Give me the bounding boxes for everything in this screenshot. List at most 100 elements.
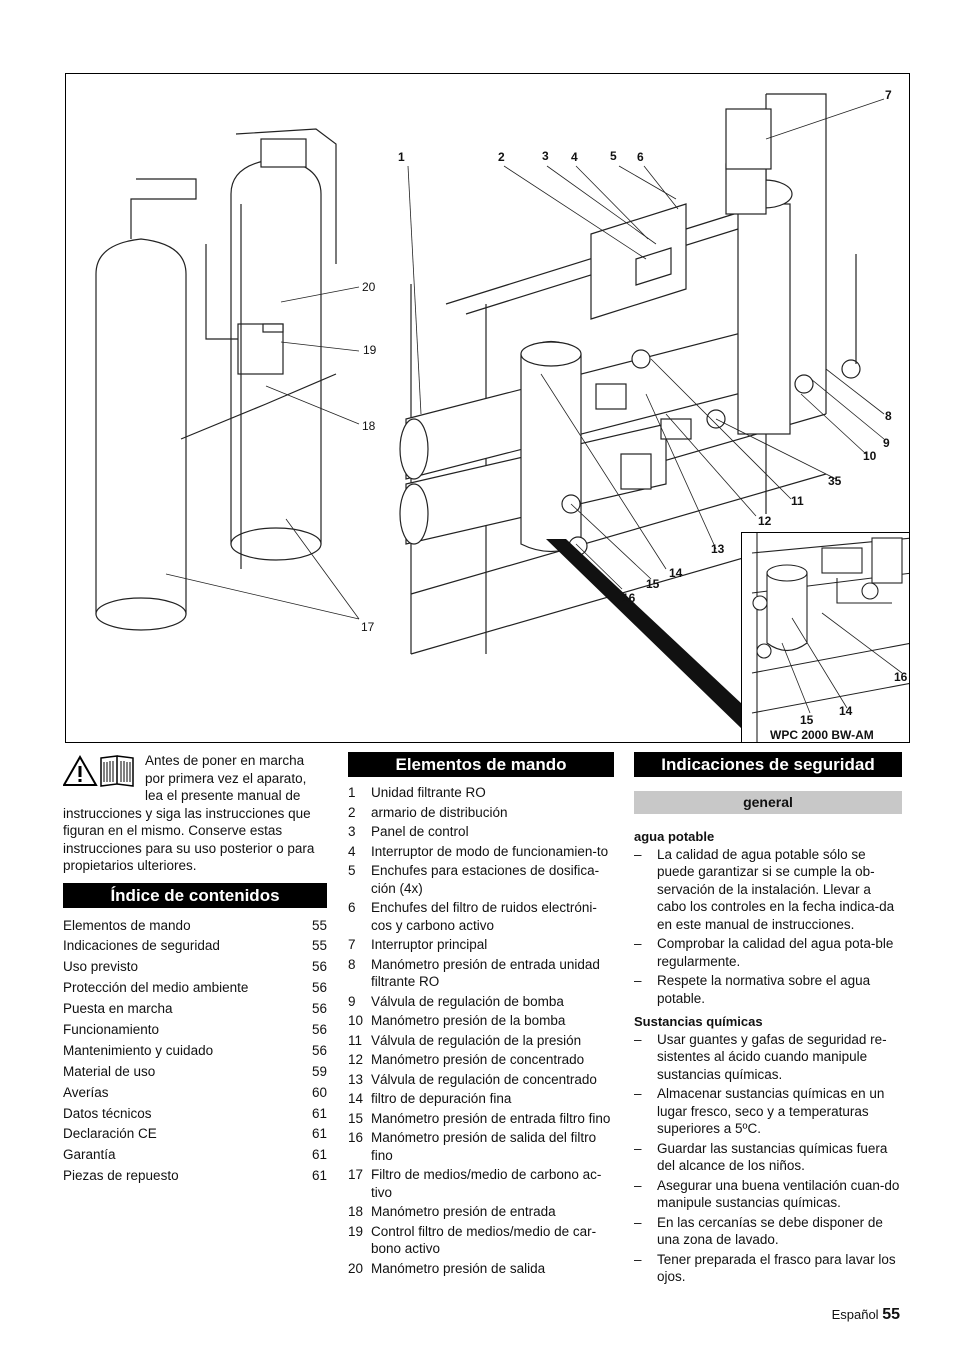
toc-entry-label: Funcionamiento [63, 1021, 160, 1037]
item-number: 15 [348, 1110, 364, 1126]
inset-callout-16: 16 [894, 670, 908, 684]
item-text: Enchufes para estaciones de dosifica-ció… [371, 863, 600, 896]
toc-entry-page: 60 [311, 1084, 327, 1100]
list-item: –Asegurar una buena ventilación cuan-do … [634, 1177, 902, 1212]
list-item: –En las cercanías se debe disponer de un… [634, 1214, 902, 1249]
list-item: –Respete la normativa sobre el agua pota… [634, 972, 902, 1007]
item-text: Usar guantes y gafas de seguridad re-sis… [657, 1031, 887, 1082]
item-text: Manómetro presión de entrada unidad filt… [371, 956, 600, 990]
chem-list: –Usar guantes y gafas de seguridad re-si… [634, 1031, 902, 1286]
toc-entry-page: 59 [311, 1063, 327, 1079]
toc-entry-page: 61 [311, 1126, 327, 1142]
toc-entry-page: 56 [311, 959, 327, 975]
machine-illustration [95, 93, 885, 729]
item-text: Interruptor de modo de funcionamien-to [371, 843, 609, 859]
item-text: Asegurar una buena ventilación cuan-do m… [657, 1177, 900, 1211]
toc-entry-page: 56 [311, 1021, 327, 1037]
item-text: La calidad de agua potable sólo se puede… [657, 846, 895, 932]
list-item: –Almacenar sustancias químicas en un lug… [634, 1085, 902, 1138]
item-number: 20 [348, 1260, 364, 1276]
callout-7: 7 [885, 88, 892, 102]
item-number: 5 [348, 863, 356, 878]
callout-15: 15 [646, 577, 660, 591]
item-text: Unidad filtrante RO [371, 785, 486, 800]
dash-bullet: – [634, 846, 642, 862]
toc-entry-label: Puesta en marcha [63, 1001, 173, 1017]
middle-column: Elementos de mando 1 Unidad filtrante RO 2… [348, 752, 614, 1279]
list-item: 7 Interruptor principal [348, 936, 614, 954]
callout-6: 6 [637, 150, 644, 164]
item-text: armario de distribución [371, 804, 508, 820]
toc-entry-label: Uso previsto [63, 959, 139, 975]
toc-entry[interactable]: Averías 60 [63, 1083, 327, 1104]
callout-11: 11 [791, 494, 804, 508]
item-number: 7 [348, 937, 356, 952]
callout-16: 16 [622, 591, 636, 605]
item-text: Filtro de medios/medio de carbono ac-tiv… [371, 1167, 602, 1200]
item-text: Manómetro presión de entrada [371, 1204, 556, 1219]
item-number: 2 [348, 804, 356, 820]
toc-entry-label: Indicaciones de seguridad [63, 938, 220, 954]
toc-entry-label: Material de uso [63, 1063, 156, 1079]
callout-4: 4 [571, 150, 578, 164]
toc-entry[interactable]: Material de uso 59 [63, 1062, 327, 1083]
toc-entry-page: 55 [311, 938, 327, 954]
callout-12: 12 [758, 514, 772, 528]
callout-19: 19 [363, 343, 377, 357]
item-text: Manómetro presión de salida del filtro f… [371, 1130, 597, 1163]
technical-drawing: 1 2 3 4 5 6 7 8 9 10 11 12 13 14 15 16 1… [65, 73, 910, 743]
item-text: Manómetro presión de salida [371, 1260, 546, 1276]
callout-3: 3 [542, 149, 549, 163]
item-text: Panel de control [371, 824, 469, 839]
item-number: 9 [348, 993, 356, 1009]
item-number: 1 [348, 785, 356, 800]
callout-9: 9 [883, 436, 890, 450]
callout-2: 2 [498, 150, 505, 164]
dash-bullet: – [634, 973, 642, 988]
model-label: WPC 2000 BW-AM [770, 728, 874, 742]
list-item: 1 Unidad filtrante RO [348, 784, 614, 802]
item-number: 6 [348, 900, 356, 915]
water-title: agua potable [634, 829, 715, 844]
toc-entry[interactable]: Uso previsto 56 [63, 957, 327, 978]
item-text: En las cercanías se debe disponer de una… [657, 1214, 883, 1248]
item-text: Válvula de regulación de concentrado [371, 1071, 597, 1087]
toc-entry-label: Protección del medio ambiente [63, 980, 249, 996]
list-item: 5 Enchufes para estaciones de dosifica-ci… [348, 862, 614, 897]
toc-entry[interactable]: Indicaciones de seguridad 55 [63, 936, 327, 957]
toc-entry-label: Averías [63, 1084, 109, 1100]
dash-bullet: – [634, 1086, 642, 1101]
toc-entry[interactable]: Funcionamiento 56 [63, 1020, 327, 1041]
intro-text: Antes de poner en marcha por primera vez… [63, 753, 315, 873]
toc-entry[interactable]: Declaración CE 61 [63, 1124, 327, 1145]
page-number: 55 [882, 1306, 900, 1323]
controls-title: Elementos de mando [348, 752, 614, 777]
toc-entry-label: Mantenimiento y cuidado [63, 1042, 214, 1058]
item-number: 4 [348, 843, 356, 859]
callout-8: 8 [885, 409, 892, 423]
item-text: Guardar las sustancias químicas fuera de… [657, 1140, 888, 1174]
item-number: 12 [348, 1052, 364, 1067]
callout-5: 5 [610, 149, 617, 163]
toc-entry-page: 61 [311, 1168, 327, 1184]
item-number: 3 [348, 824, 356, 839]
dash-bullet: – [634, 1140, 642, 1156]
toc-entry-label: Declaración CE [63, 1126, 157, 1142]
item-number: 10 [348, 1013, 364, 1028]
list-item: 8 Manómetro presión de entrada unidad fil… [348, 956, 614, 991]
safety-subtitle: general [634, 791, 902, 814]
item-number: 8 [348, 956, 356, 972]
item-text: Interruptor principal [371, 937, 488, 952]
